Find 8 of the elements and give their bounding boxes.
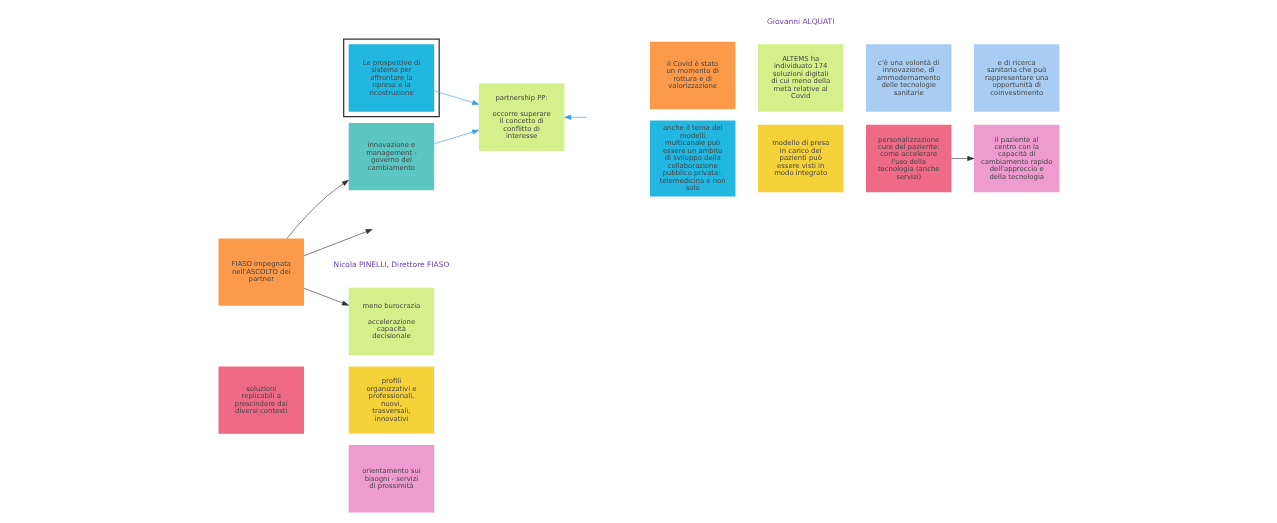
arrow [950,156,974,161]
arrow [286,180,349,239]
arrow [303,229,373,257]
arrow [563,114,587,120]
arrow [303,287,349,306]
cluster [342,38,440,118]
arrow [433,90,479,105]
arrow [433,129,479,145]
